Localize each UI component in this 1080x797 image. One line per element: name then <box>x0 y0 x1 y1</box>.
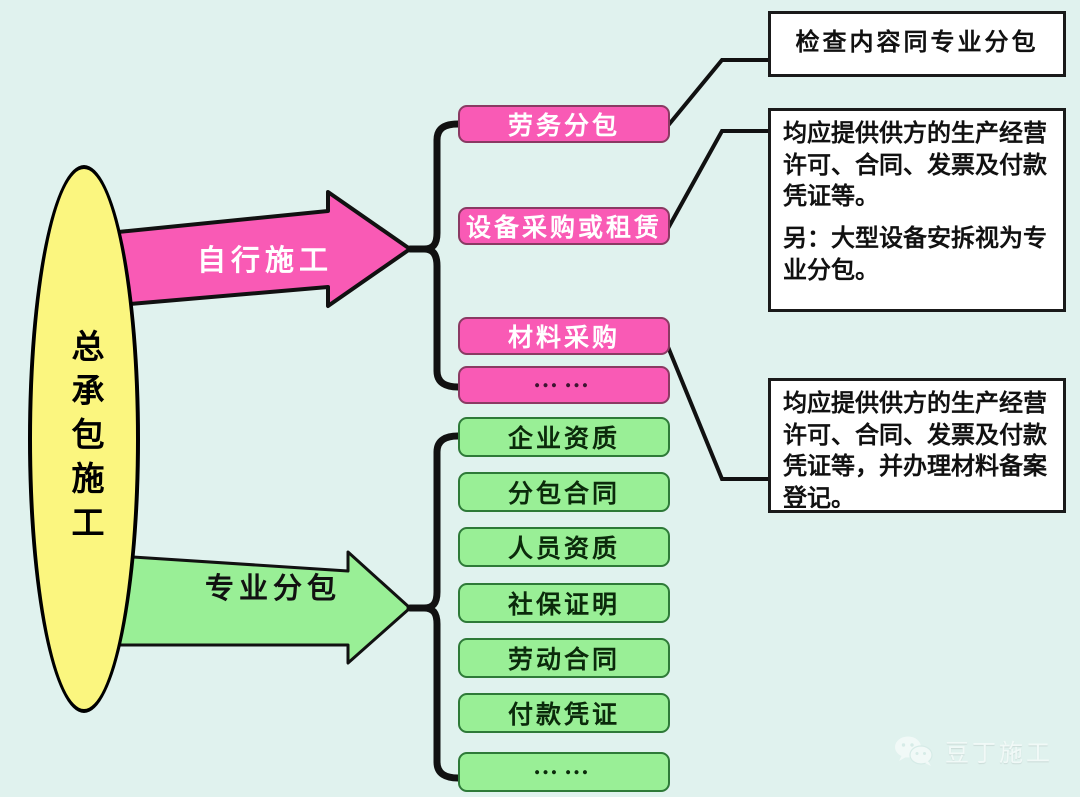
bracket-green <box>406 432 462 782</box>
note-line: 均应提供供方的生产经营许可、合同、发票及付款凭证等。 <box>783 121 1047 211</box>
watermark: 豆丁施工 <box>893 733 1053 768</box>
note-line: 均应提供供方的生产经营许可、合同、发票及付款凭证等，并办理材料备案登记。 <box>783 391 1047 513</box>
wechat-icon <box>895 736 933 766</box>
note-line: 检查内容同专业分包 <box>795 30 1039 57</box>
note-material-purchase: 均应提供供方的生产经营许可、合同、发票及付款凭证等，并办理材料备案登记。 <box>768 378 1066 513</box>
root-node-label: 总承包施工 <box>66 329 102 549</box>
leaf-label: 分包合同 <box>507 481 620 508</box>
leaf-label: 企业资质 <box>507 426 620 453</box>
leader-note-equipment <box>664 129 768 233</box>
leaf-equipment-purchase-lease[interactable]: 设备采购或租赁 <box>458 207 670 245</box>
leaf-label: 社保证明 <box>507 592 620 619</box>
leader-note-labor <box>664 58 768 130</box>
note-labor-subcontract: 检查内容同专业分包 <box>768 11 1066 77</box>
leaf-payment-voucher[interactable]: 付款凭证 <box>458 693 670 733</box>
leaf-green-more[interactable]: …… <box>458 752 670 792</box>
leaf-labor-contract[interactable]: 劳动合同 <box>458 638 670 678</box>
leaf-label: 付款凭证 <box>507 702 620 729</box>
leader-note-material <box>664 341 768 481</box>
leaf-pink-more[interactable]: …… <box>458 366 670 404</box>
arrow-label-professional-subcontract: 专业分包 <box>204 573 341 605</box>
note-equipment-purchase: 均应提供供方的生产经营许可、合同、发票及付款凭证等。 另：大型设备安拆视为专业分… <box>768 108 1066 312</box>
leaf-subcontract-agreement[interactable]: 分包合同 <box>458 472 670 512</box>
leaf-label: 人员资质 <box>507 536 620 563</box>
root-node-total-contract[interactable]: 总承包施工 <box>28 165 140 713</box>
leaf-label: 劳动合同 <box>507 647 620 674</box>
arrow-label-self-construction: 自行施工 <box>196 245 333 277</box>
leaf-material-purchase[interactable]: 材料采购 <box>458 317 670 355</box>
watermark-text: 豆丁施工 <box>945 740 1053 767</box>
leaf-personnel-qualification[interactable]: 人员资质 <box>458 527 670 567</box>
leaf-label: 设备采购或租赁 <box>465 215 662 242</box>
leaf-label: 材料采购 <box>507 325 620 352</box>
leaf-social-insurance-proof[interactable]: 社保证明 <box>458 583 670 623</box>
leaf-label: …… <box>533 752 595 780</box>
leaf-label: 劳务分包 <box>507 113 620 140</box>
leaf-labor-subcontract[interactable]: 劳务分包 <box>458 105 670 143</box>
bracket-pink <box>406 120 462 391</box>
leaf-label: …… <box>533 365 595 393</box>
leaf-enterprise-qualification[interactable]: 企业资质 <box>458 417 670 457</box>
note-line: 另：大型设备安拆视为专业分包。 <box>783 226 1047 284</box>
